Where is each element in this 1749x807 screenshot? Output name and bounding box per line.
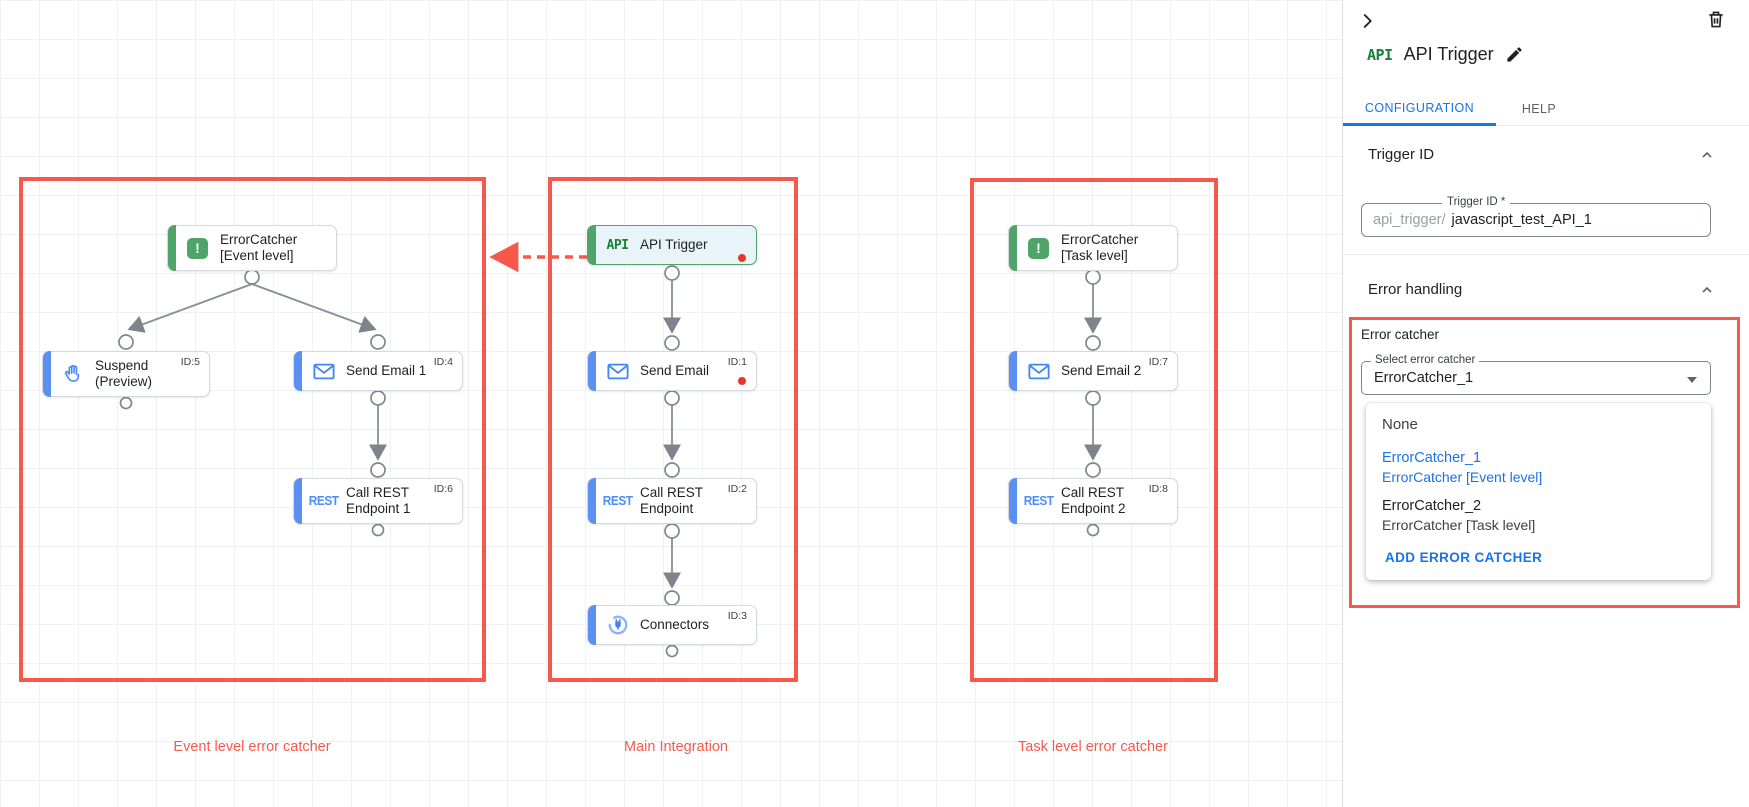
node-label: Suspend (Preview) — [95, 358, 153, 389]
node-label: API Trigger — [640, 237, 708, 253]
menu-option-none[interactable]: None — [1382, 416, 1418, 433]
api-trigger-logo-icon: API — [1367, 45, 1393, 64]
node-label: ErrorCatcher [Task level] — [1061, 232, 1139, 263]
node-accent-bar — [1009, 478, 1017, 524]
node-accent-bar — [588, 351, 596, 391]
select-error-catcher-label: Select error catcher — [1371, 354, 1480, 366]
email-icon — [604, 363, 631, 380]
select-error-catcher-value: ErrorCatcher_1 — [1374, 370, 1474, 386]
node-accent-bar — [588, 225, 596, 265]
node-call-rest-endpoint-1[interactable]: REST Call REST Endpoint 1 ID:6 — [293, 478, 463, 524]
node-accent-bar — [168, 225, 176, 271]
error-catcher-icon: ! — [184, 237, 211, 259]
config-panel: API API Trigger CONFIGURATION HELP Trigg… — [1342, 0, 1749, 807]
tab-configuration[interactable]: CONFIGURATION — [1343, 92, 1496, 126]
section-divider — [1343, 254, 1749, 255]
node-api-trigger[interactable]: API API Trigger — [587, 225, 757, 265]
node-id-label: ID:2 — [727, 483, 747, 495]
edit-title-icon[interactable] — [1505, 45, 1524, 64]
node-accent-bar — [294, 478, 302, 524]
connectors-icon — [604, 614, 631, 636]
dropdown-caret-icon — [1687, 377, 1697, 383]
node-id-label: ID:1 — [727, 356, 747, 368]
menu-option-errorcatcher-1[interactable]: ErrorCatcher_1 ErrorCatcher [Event level… — [1382, 450, 1543, 485]
rest-icon: REST — [602, 494, 633, 508]
trigger-id-field[interactable]: Trigger ID * api_trigger/ javascript_tes… — [1361, 196, 1711, 237]
node-label: Call REST Endpoint 1 — [346, 485, 411, 516]
error-catcher-icon: ! — [1025, 237, 1052, 259]
chevron-up-icon[interactable] — [1699, 282, 1715, 298]
menu-option-errorcatcher-2[interactable]: ErrorCatcher_2 ErrorCatcher [Task level] — [1382, 498, 1536, 533]
add-error-catcher-button[interactable]: ADD ERROR CATCHER — [1385, 550, 1543, 565]
node-id-label: ID:8 — [1148, 483, 1168, 495]
node-label: Call REST Endpoint 2 — [1061, 485, 1126, 516]
node-accent-bar — [1009, 225, 1017, 271]
node-label: Connectors — [640, 617, 710, 633]
error-catcher-label: Error catcher — [1361, 327, 1440, 342]
panel-tabs: CONFIGURATION HELP — [1343, 92, 1749, 126]
node-label: Call REST Endpoint — [640, 485, 704, 516]
node-accent-bar — [588, 478, 596, 524]
select-error-catcher[interactable]: Select error catcher ErrorCatcher_1 — [1361, 354, 1711, 395]
annotation-box-error-catcher: Error catcher Select error catcher Error… — [1349, 317, 1740, 608]
node-suspend-preview[interactable]: Suspend (Preview) ID:5 — [42, 351, 210, 397]
email-icon — [310, 363, 337, 380]
node-accent-bar — [294, 351, 302, 391]
node-label: Send Email — [640, 363, 710, 379]
rest-icon: REST — [308, 494, 339, 508]
rest-icon: REST — [1023, 494, 1054, 508]
node-connectors[interactable]: Connectors ID:3 — [587, 605, 757, 645]
node-label: Send Email 1 — [346, 363, 427, 379]
node-accent-bar — [43, 351, 51, 397]
error-catcher-dropdown-menu: None ErrorCatcher_1 ErrorCatcher [Event … — [1366, 403, 1711, 580]
trigger-id-prefix: api_trigger/ — [1373, 212, 1446, 228]
node-errorcatcher-event-level[interactable]: ! ErrorCatcher [Event level] — [167, 225, 337, 271]
node-id-label: ID:3 — [727, 610, 747, 622]
section-trigger-id-heading[interactable]: Trigger ID — [1368, 146, 1435, 163]
trigger-id-value: javascript_test_API_1 — [1451, 212, 1592, 228]
node-call-rest-endpoint-2[interactable]: REST Call REST Endpoint 2 ID:8 — [1008, 478, 1178, 524]
trigger-id-field-label: Trigger ID * — [1442, 196, 1511, 208]
email-icon — [1025, 363, 1052, 380]
error-dot — [738, 254, 746, 262]
annotation-box-task-level — [970, 178, 1218, 682]
node-id-label: ID:7 — [1148, 356, 1168, 368]
node-id-label: ID:5 — [180, 356, 200, 368]
annotation-box-event-level — [19, 177, 486, 682]
suspend-hand-icon — [59, 363, 86, 385]
error-dot — [738, 377, 746, 385]
delete-trigger-icon[interactable] — [1706, 9, 1728, 31]
node-send-email-1[interactable]: Send Email 1 ID:4 — [293, 351, 463, 391]
node-id-label: ID:6 — [433, 483, 453, 495]
chevron-up-icon[interactable] — [1699, 147, 1715, 163]
section-error-handling-heading[interactable]: Error handling — [1368, 281, 1463, 298]
api-trigger-icon: API — [606, 237, 629, 253]
tab-help[interactable]: HELP — [1521, 102, 1557, 116]
caption-task-level: Task level error catcher — [1018, 739, 1168, 755]
node-label: ErrorCatcher [Event level] — [220, 232, 298, 263]
node-label: Send Email 2 — [1061, 363, 1142, 379]
node-accent-bar — [588, 605, 596, 645]
panel-title: API Trigger — [1403, 44, 1494, 64]
annotation-box-main-integration — [548, 177, 798, 682]
node-call-rest-endpoint[interactable]: REST Call REST Endpoint ID:2 — [587, 478, 757, 524]
node-accent-bar — [1009, 351, 1017, 391]
collapse-panel-icon[interactable] — [1356, 10, 1378, 32]
integration-canvas[interactable]: ! ErrorCatcher [Event level] Suspend (Pr… — [0, 0, 1343, 807]
node-errorcatcher-task-level[interactable]: ! ErrorCatcher [Task level] — [1008, 225, 1178, 271]
node-send-email-2[interactable]: Send Email 2 ID:7 — [1008, 351, 1178, 391]
node-id-label: ID:4 — [433, 356, 453, 368]
caption-event-level: Event level error catcher — [173, 739, 331, 755]
node-send-email[interactable]: Send Email ID:1 — [587, 351, 757, 391]
caption-main-integration: Main Integration — [624, 739, 728, 755]
